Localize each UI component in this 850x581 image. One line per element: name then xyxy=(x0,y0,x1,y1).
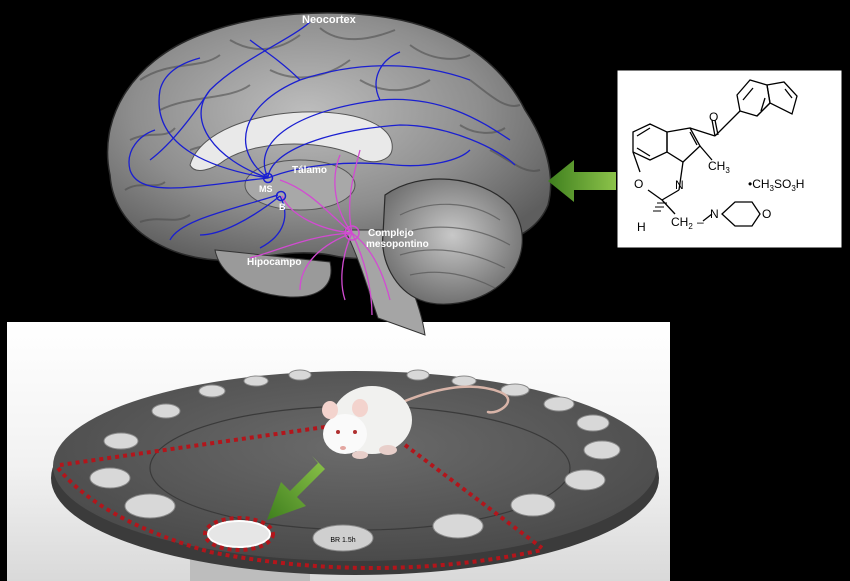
label-talamo: Tálamo xyxy=(292,165,327,176)
maze-hole xyxy=(198,384,226,398)
cerebellum xyxy=(382,178,523,305)
target-hole-outline xyxy=(203,516,275,552)
atom-o-carbonyl: O xyxy=(709,110,718,124)
maze-sign-label: BR 1.5h xyxy=(330,537,355,544)
atom-n-indole: N xyxy=(675,178,684,192)
corpus-callosum xyxy=(189,111,393,171)
maze-hole xyxy=(432,513,484,539)
arrow-to-target xyxy=(267,456,325,520)
arrow-drug-to-brain xyxy=(548,160,616,202)
brain-illustration: Neocortex Tálamo MS B Complejo mesoponti… xyxy=(106,12,552,336)
maze-hole xyxy=(576,414,610,432)
maze-hole xyxy=(288,369,312,381)
label-ms: MS xyxy=(259,184,273,194)
label-salt: •CH3SO3H xyxy=(748,177,804,193)
mesopontine-nucleus xyxy=(344,225,360,241)
molecule-bonds xyxy=(632,79,798,227)
maze-hole xyxy=(500,383,530,397)
maze-hole xyxy=(451,375,477,387)
maze-hole xyxy=(583,440,621,460)
maze-hole xyxy=(243,375,269,387)
label-b: B xyxy=(279,202,286,212)
maze-hole xyxy=(151,403,181,419)
label-ch3: CH3 xyxy=(708,159,730,175)
gyri xyxy=(124,27,541,223)
mouse xyxy=(322,386,412,459)
label-neocortex: Neocortex xyxy=(302,14,357,26)
maze-hole xyxy=(543,396,575,412)
target-hole xyxy=(203,516,275,552)
cholinergic-projections-pink xyxy=(249,149,391,316)
label-hipocampo: Hipocampo xyxy=(247,257,301,268)
maze-hole xyxy=(103,432,139,450)
atom-o-morpholine: O xyxy=(762,207,771,221)
mouse-tail xyxy=(396,385,510,414)
chemical-panel-background xyxy=(616,69,843,249)
stereo-wedge xyxy=(653,202,667,212)
thalamus-region xyxy=(244,159,356,211)
ms-nucleus xyxy=(262,172,274,184)
chemical-structure-panel: O N O CH3 •CH3SO3H H CH2 – N O xyxy=(616,69,843,249)
label-ch2: CH2 xyxy=(671,215,693,231)
cerebellum-folia xyxy=(397,203,511,289)
mouse-eye xyxy=(336,430,340,434)
maze-hole xyxy=(124,493,176,519)
target-quadrant-boundary xyxy=(56,425,544,571)
atom-o-ring: O xyxy=(634,177,643,191)
label-complejo: Complejo xyxy=(368,228,414,239)
mouse-ear xyxy=(352,399,368,417)
maze-disc xyxy=(53,371,657,561)
maze-hole xyxy=(89,467,131,489)
temporal-lobe xyxy=(214,249,332,298)
cholinergic-projections-blue xyxy=(128,21,516,249)
atom-n-morpholine: N xyxy=(710,207,719,221)
label-mesopontino: mesopontino xyxy=(366,239,429,250)
barnes-maze-panel: BR 1.5h xyxy=(7,322,670,581)
mouse-eye xyxy=(353,430,357,434)
label-dash: – xyxy=(697,215,704,229)
maze-holes xyxy=(89,369,621,539)
maze-sign-hole: BR 1.5h xyxy=(312,524,374,552)
b-nucleus xyxy=(275,190,287,202)
maze-hole xyxy=(564,469,606,491)
maze-hole xyxy=(406,369,430,381)
maze-hole xyxy=(510,493,556,517)
mouse-ear xyxy=(322,401,338,419)
atom-h: H xyxy=(637,220,646,234)
